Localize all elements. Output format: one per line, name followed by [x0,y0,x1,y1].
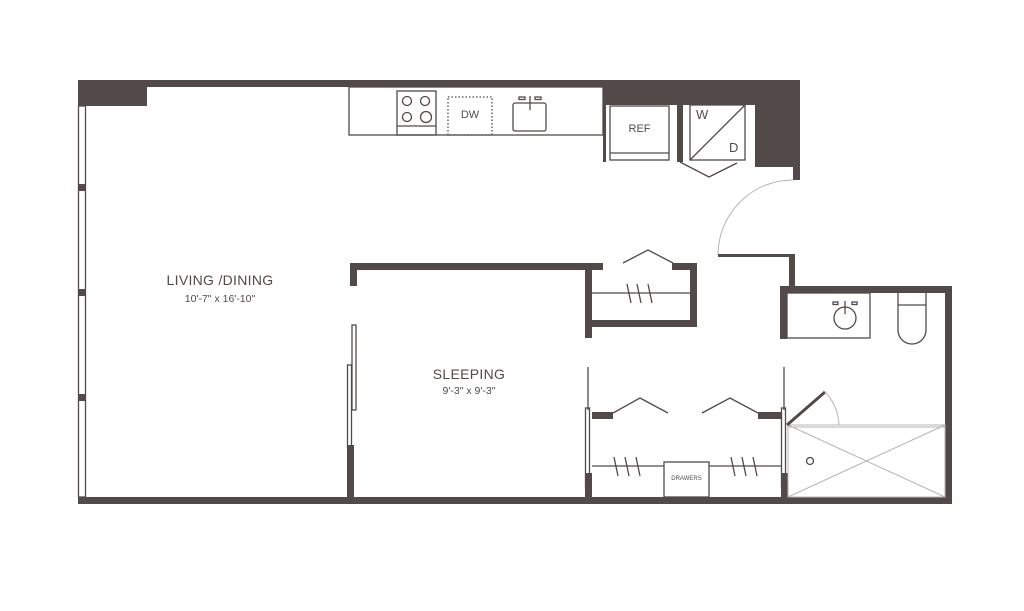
washer-label: W [696,107,709,122]
room-label-sleeping: SLEEPING 9'-3" x 9'-3" [399,366,539,397]
refrigerator-label: REF [628,123,651,135]
room-dimensions: 10'-7" x 16'-10" [184,293,256,305]
drawers-label: DRAWERS [671,476,702,482]
room-name: SLEEPING [432,366,506,382]
room-name: LIVING /DINING [166,272,274,288]
upper-closet [592,249,690,304]
dryer-label: D [729,140,739,155]
shower [786,390,946,498]
windows [77,105,87,498]
exterior-walls [78,80,952,504]
bathroom [786,292,946,498]
room-dimensions: 9'-3" x 9'-3" [442,385,496,397]
room-label-living-dining: LIVING /DINING 10'-7" x 16'-10" [140,272,300,305]
kitchen-counter [348,86,604,136]
bathroom-sink-icon [832,301,858,330]
toilet-icon [897,293,927,345]
entry-door [717,179,795,287]
kitchen-sink-icon [512,96,547,132]
refrigerator [609,105,670,161]
lower-closets [584,367,788,498]
washer-dryer [679,104,746,178]
dishwasher-label: DW [460,109,480,121]
interior-walls [346,263,952,497]
range-icon [396,90,437,136]
